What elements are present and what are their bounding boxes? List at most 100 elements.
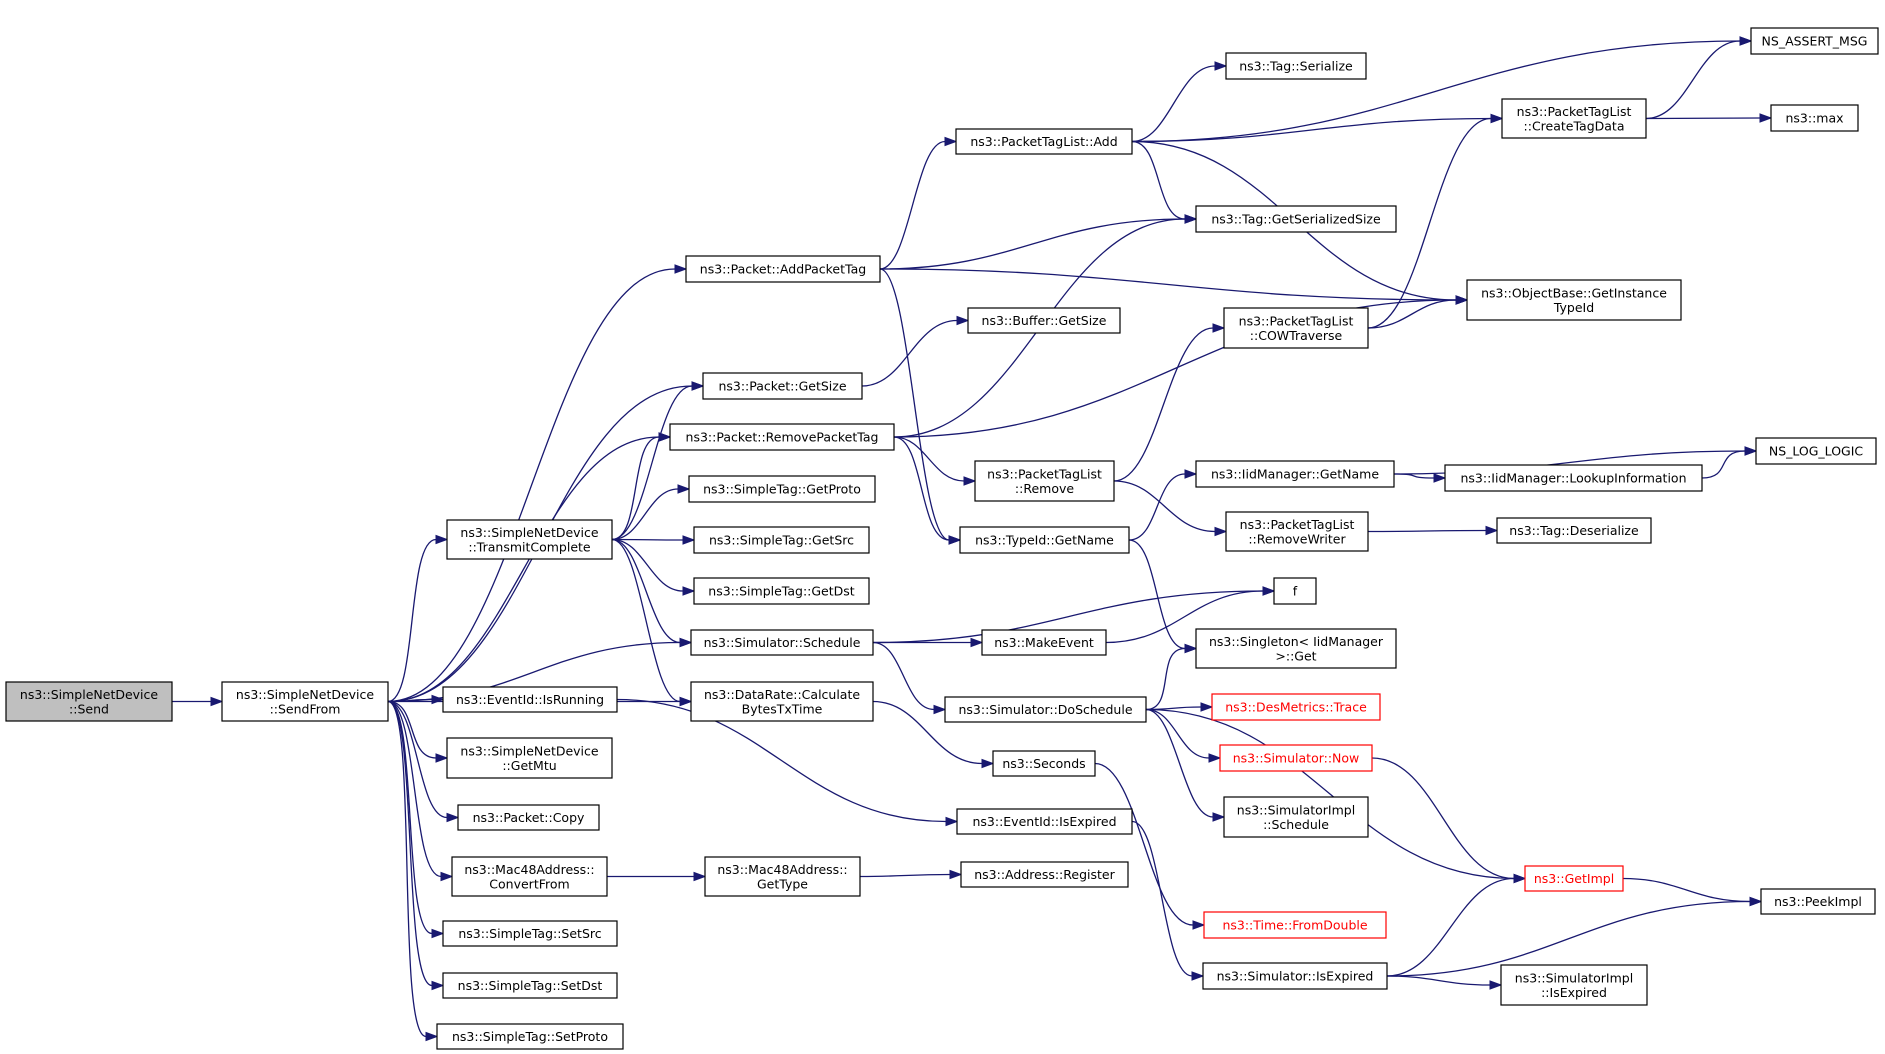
node-txcomplete[interactable]: ns3::SimpleNetDevice::TransmitComplete	[446, 519, 613, 560]
node-f[interactable]: f	[1273, 577, 1317, 605]
node-cowtraverse[interactable]: ns3::PacketTagList::COWTraverse	[1223, 307, 1369, 349]
edge-ptladd-to-createtagdata	[1131, 113, 1504, 143]
node-box	[1219, 744, 1373, 772]
node-max[interactable]: ns3::max	[1770, 104, 1859, 132]
edge-sendfrom-to-txcomplete	[387, 534, 449, 703]
node-bufgetsize[interactable]: ns3::Buffer::GetSize	[967, 307, 1121, 334]
edge-line	[387, 436, 660, 703]
edge-sendfrom-to-rmpkttag	[387, 432, 672, 703]
edge-line	[387, 700, 437, 759]
node-typeidgetname[interactable]: ns3::TypeId::GetName	[959, 526, 1130, 554]
edge-line	[1622, 877, 1751, 903]
edge-makeevent-to-f	[1105, 586, 1276, 644]
node-sendfrom[interactable]: ns3::SimpleNetDevice::SendFrom	[221, 681, 389, 722]
node-setsrc[interactable]: ns3::SimpleTag::SetSrc	[442, 920, 618, 947]
node-send[interactable]: ns3::SimpleNetDevice::Send	[5, 681, 173, 722]
node-setproto[interactable]: ns3::SimpleTag::SetProto	[436, 1023, 624, 1050]
edge-line	[872, 641, 935, 711]
node-setdst[interactable]: ns3::SimpleTag::SetDst	[442, 972, 618, 999]
node-getimpl[interactable]: ns3::GetImpl	[1524, 865, 1624, 892]
node-lookupinfo[interactable]: ns3::IidManager::LookupInformation	[1444, 464, 1703, 492]
edge-arrowhead	[933, 704, 947, 715]
node-addrregister[interactable]: ns3::Address::Register	[960, 861, 1129, 888]
node-label-line: ns3::PacketTagList::Add	[970, 134, 1117, 149]
node-tagserialize[interactable]: ns3::Tag::Serialize	[1225, 52, 1367, 80]
node-getproto[interactable]: ns3::SimpleTag::GetProto	[688, 475, 876, 503]
node-ptlremove[interactable]: ns3::PacketTagList::Remove	[974, 460, 1115, 502]
node-simimplisexp[interactable]: ns3::SimulatorImpl::IsExpired	[1500, 964, 1648, 1006]
node-simisexpired[interactable]: ns3::Simulator::IsExpired	[1202, 962, 1388, 990]
node-box	[685, 255, 881, 283]
node-label-line: ::Send	[69, 701, 109, 716]
node-box	[702, 372, 863, 400]
node-loglogic[interactable]: NS_LOG_LOGIC	[1755, 437, 1877, 465]
node-getsrc[interactable]: ns3::SimpleTag::GetSrc	[693, 526, 870, 554]
edge-createtagdata-to-max	[1645, 113, 1773, 123]
node-singleton[interactable]: ns3::Singleton< IidManager>::Get	[1195, 628, 1397, 669]
node-desmetrics[interactable]: ns3::DesMetrics::Trace	[1211, 693, 1381, 721]
node-label-line: ::GetMtu	[502, 758, 556, 773]
node-schedule[interactable]: ns3::Simulator::Schedule	[690, 629, 874, 656]
node-label-line: ns3::Simulator::Now	[1233, 751, 1360, 766]
edge-doschedule-to-singleton	[1145, 643, 1198, 711]
node-createtagdata[interactable]: ns3::PacketTagList::CreateTagData	[1501, 98, 1647, 139]
edge-sendfrom-to-pcopy	[387, 700, 460, 823]
node-label-line: ns3::Singleton< IidManager	[1209, 634, 1384, 649]
node-tagdeser[interactable]: ns3::Tag::Deserialize	[1496, 517, 1652, 544]
node-label-line: ns3::IidManager::GetName	[1211, 467, 1379, 482]
node-label-line: ns3::SimpleTag::GetDst	[708, 584, 854, 599]
node-box	[442, 920, 618, 947]
edge-line	[387, 700, 442, 878]
node-label-line: ::Schedule	[1263, 817, 1329, 832]
node-box	[1225, 52, 1367, 80]
edge-line	[611, 538, 684, 592]
node-pcopy[interactable]: ns3::Packet::Copy	[457, 804, 600, 831]
edge-line	[387, 700, 427, 1038]
node-label-line: ns3::SimpleNetDevice	[236, 687, 374, 702]
edge-doschedule-to-simnow	[1145, 708, 1222, 763]
node-box	[992, 750, 1096, 777]
node-makeevent[interactable]: ns3::MakeEvent	[981, 629, 1107, 656]
node-pgetsize[interactable]: ns3::Packet::GetSize	[702, 372, 863, 400]
node-box	[1223, 307, 1369, 349]
node-box	[436, 1023, 624, 1050]
node-label-line: ns3::Buffer::GetSize	[982, 313, 1107, 328]
edge-line	[1128, 473, 1186, 541]
node-rmpkttag[interactable]: ns3::Packet::RemovePacketTag	[669, 423, 895, 451]
node-simimplsched[interactable]: ns3::SimulatorImpl::Schedule	[1223, 796, 1369, 838]
node-iidgetname[interactable]: ns3::IidManager::GetName	[1195, 460, 1395, 488]
edge-arrowhead	[970, 637, 984, 648]
node-ptladd[interactable]: ns3::PacketTagList::Add	[955, 128, 1133, 155]
node-assertmsg[interactable]: NS_ASSERT_MSG	[1750, 27, 1879, 55]
node-seconds[interactable]: ns3::Seconds	[992, 750, 1096, 777]
node-box	[669, 423, 895, 451]
node-doschedule[interactable]: ns3::Simulator::DoSchedule	[944, 696, 1147, 723]
node-convfrom[interactable]: ns3::Mac48Address::ConvertFrom	[451, 856, 608, 897]
edge-addpkttag-to-objgetinst	[879, 268, 1469, 305]
node-label-line: ns3::Packet::Copy	[473, 810, 585, 825]
node-box	[1496, 517, 1652, 544]
node-addpkttag[interactable]: ns3::Packet::AddPacketTag	[685, 255, 881, 283]
edge-getimpl-to-peekimpl	[1622, 877, 1763, 907]
edge-line	[1393, 473, 1435, 479]
node-label-line: ns3::Address::Register	[974, 867, 1115, 882]
node-label-line: ns3::Packet::GetSize	[718, 379, 846, 394]
node-getdst[interactable]: ns3::SimpleTag::GetDst	[693, 577, 870, 605]
edge-createtagdata-to-assertmsg	[1645, 36, 1753, 120]
node-timefromdouble[interactable]: ns3::Time::FromDouble	[1203, 911, 1387, 939]
edge-arrowhead	[1184, 214, 1198, 224]
node-isrunning[interactable]: ns3::EventId::IsRunning	[442, 686, 618, 713]
node-mgettype[interactable]: ns3::Mac48Address::GetType	[704, 856, 861, 897]
node-box	[442, 972, 618, 999]
node-taggetsersize[interactable]: ns3::Tag::GetSerializedSize	[1195, 205, 1397, 233]
edge-ptladd-to-taggetsersize	[1131, 140, 1198, 224]
node-evisexpired[interactable]: ns3::EventId::IsExpired	[956, 808, 1133, 835]
edge-line	[1131, 140, 1186, 220]
node-removewriter[interactable]: ns3::PacketTagList::RemoveWriter	[1225, 511, 1369, 552]
node-simnow[interactable]: ns3::Simulator::Now	[1219, 744, 1373, 772]
node-peekimpl[interactable]: ns3::PeekImpl	[1760, 888, 1876, 915]
edge-line	[1367, 117, 1492, 329]
node-getmtu[interactable]: ns3::SimpleNetDevice::GetMtu	[446, 737, 613, 779]
